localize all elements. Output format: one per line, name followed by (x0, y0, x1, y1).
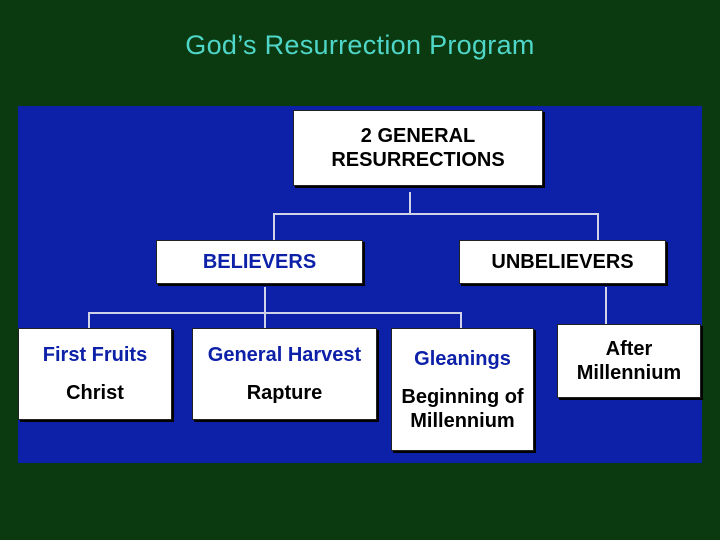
connector-unbelievers-down (605, 287, 607, 324)
root-box: 2 GENERAL RESURRECTIONS (293, 110, 543, 186)
believers-box: BELIEVERS (156, 240, 363, 284)
connector-believers-down (264, 287, 266, 313)
unbelievers-label: UNBELIEVERS (491, 251, 634, 273)
root-line-2: RESURRECTIONS (331, 149, 505, 171)
after-millennium-line-1: After (605, 338, 653, 360)
diagram-panel: 2 GENERAL RESURRECTIONS BELIEVERS UNBELI… (18, 106, 702, 463)
gleanings-box: Gleanings Beginning of Millennium (391, 328, 534, 451)
after-millennium-box: After Millennium (557, 324, 701, 398)
connector-to-gleanings (460, 312, 462, 328)
first-fruits-box: First Fruits Christ (18, 328, 172, 420)
slide-title: God’s Resurrection Program (185, 30, 535, 60)
connector-to-believers (273, 213, 275, 240)
believers-label: BELIEVERS (202, 251, 317, 273)
gleanings-sub-line-1: Beginning of (401, 385, 524, 408)
after-millennium-line-2: Millennium (576, 362, 682, 384)
first-fruits-heading: First Fruits (42, 344, 148, 366)
connector-to-unbelievers (597, 213, 599, 240)
general-harvest-sub: Rapture (246, 382, 323, 404)
unbelievers-box: UNBELIEVERS (459, 240, 666, 284)
connector-top-bar (273, 213, 599, 215)
gleanings-sub-line-2: Millennium (410, 409, 515, 432)
general-harvest-heading: General Harvest (207, 344, 362, 366)
first-fruits-sub: Christ (66, 382, 124, 404)
root-line-1: 2 GENERAL (360, 125, 476, 147)
gleanings-heading: Gleanings (414, 347, 511, 370)
connector-to-first-fruits (88, 312, 90, 328)
connector-bottom-bar (88, 312, 462, 314)
general-harvest-box: General Harvest Rapture (192, 328, 377, 420)
connector-root-down (409, 192, 411, 214)
connector-to-general-harvest (264, 312, 266, 328)
